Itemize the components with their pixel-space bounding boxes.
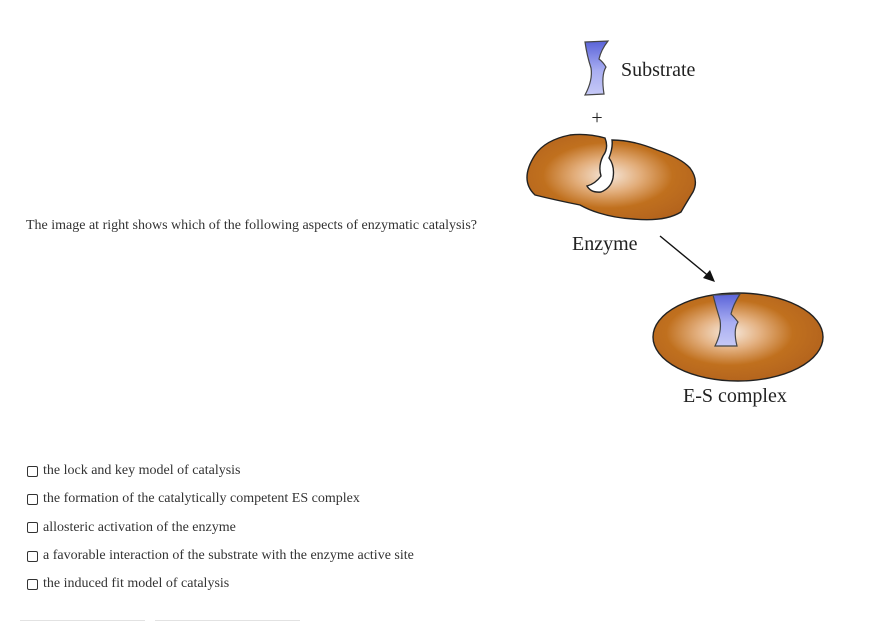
option-lock-and-key[interactable]: the lock and key model of catalysis [27, 457, 414, 485]
option-checkbox[interactable] [27, 465, 38, 477]
reaction-arrow [659, 235, 715, 282]
enzyme-icon [526, 133, 697, 221]
figure-drawing: + [526, 40, 824, 382]
enzyme-label: Enzyme [572, 233, 638, 255]
option-es-complex-formation[interactable]: the formation of the catalytically compe… [27, 485, 414, 513]
bottom-divider [155, 620, 300, 621]
bottom-divider [20, 620, 145, 621]
option-favorable-interaction[interactable]: a favorable interaction of the substrate… [27, 542, 414, 570]
option-induced-fit[interactable]: the induced fit model of catalysis [27, 570, 414, 598]
option-allosteric-activation[interactable]: allosteric activation of the enzyme [27, 514, 414, 542]
option-checkbox[interactable] [27, 578, 38, 590]
plus-sign: + [591, 107, 602, 129]
question-text: The image at right shows which of the fo… [26, 218, 477, 233]
es-complex-icon [652, 292, 824, 382]
option-checkbox[interactable] [27, 522, 38, 534]
es-complex-label: E-S complex [683, 385, 787, 407]
option-label: the induced fit model of catalysis [43, 576, 230, 592]
option-checkbox[interactable] [27, 550, 38, 562]
option-label: the lock and key model of catalysis [43, 463, 241, 479]
option-label: the formation of the catalytically compe… [43, 491, 360, 507]
option-label: allosteric activation of the enzyme [43, 519, 236, 535]
enzyme-substrate-figure: + Substrate Enzyme E-S complex [515, 0, 855, 420]
substrate-icon [583, 40, 610, 96]
option-label: a favorable interaction of the substrate… [43, 548, 414, 564]
answer-options: the lock and key model of catalysis the … [27, 457, 414, 598]
option-checkbox[interactable] [27, 493, 38, 505]
substrate-label: Substrate [621, 59, 696, 81]
